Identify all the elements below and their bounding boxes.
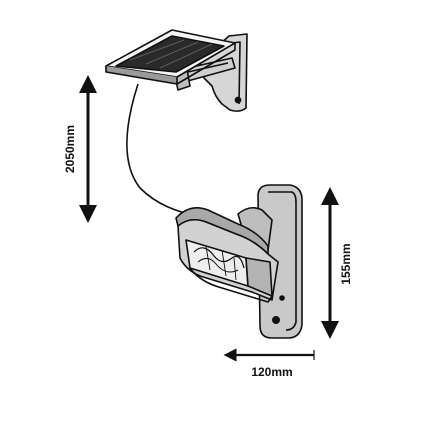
dimension-label-cable: 2050mm	[63, 125, 77, 173]
dimension-cable-length: 2050mm	[63, 75, 97, 223]
dimension-label-height: 155mm	[339, 243, 353, 284]
wall-lamp-assembly	[175, 184, 303, 339]
mount-screw-hole	[271, 315, 280, 324]
connection-cable	[126, 83, 191, 215]
dimension-lamp-depth: 120mm	[223, 348, 315, 379]
dimension-label-depth: 120mm	[251, 365, 292, 379]
dimension-lamp-height: 155mm	[321, 187, 353, 339]
solar-panel-assembly	[105, 29, 248, 112]
